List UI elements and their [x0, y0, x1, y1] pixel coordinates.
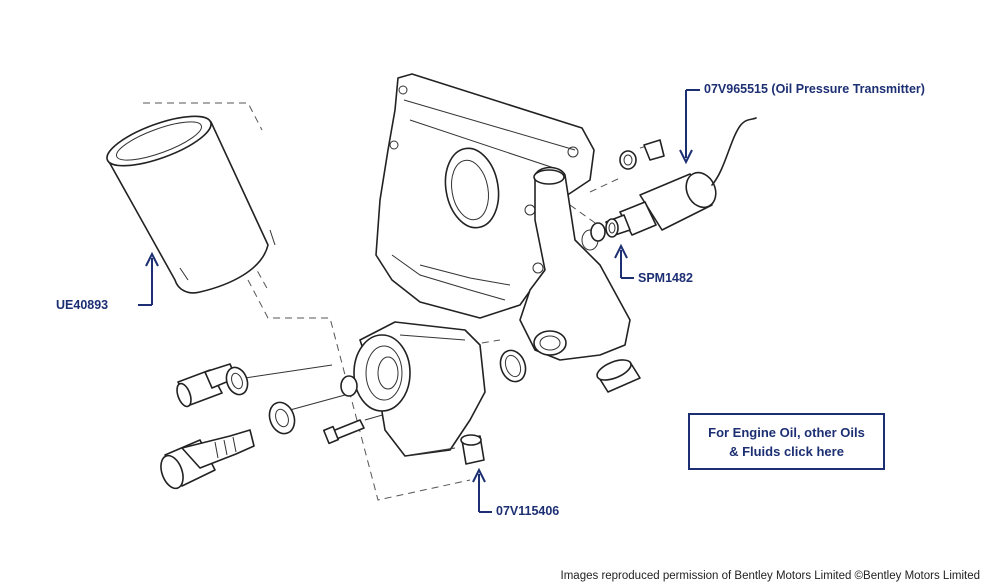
link-text: For Engine Oil, other Oils & Fluids clic…	[708, 423, 865, 461]
engine-oil-fluids-link[interactable]: For Engine Oil, other Oils & Fluids clic…	[688, 413, 885, 470]
plug-washer-lower	[268, 401, 296, 435]
pump-o-rings	[499, 349, 527, 383]
oil-filter-canister[interactable]	[102, 106, 276, 294]
transmitter-washers	[590, 139, 665, 242]
oil-pump-housing	[519, 166, 631, 361]
union-bolt	[460, 434, 485, 465]
timing-cover	[375, 73, 595, 319]
short-bolt	[322, 419, 365, 445]
callout-oil-filter[interactable]: UE40893	[56, 298, 109, 312]
oil-pressure-transmitter[interactable]	[605, 117, 757, 237]
plug-washer-upper	[225, 366, 249, 396]
oil-filter-head	[340, 321, 486, 457]
callout-union-bolt[interactable]: 07V115406	[496, 504, 560, 518]
link-line-2: & Fluids click here	[729, 443, 844, 459]
callout-oil-pressure-transmitter[interactable]: 07V965515 (Oil Pressure Transmitter)	[704, 82, 925, 96]
pressure-relief-valve	[160, 429, 255, 490]
threaded-plug-upper	[176, 363, 237, 408]
link-line-1: For Engine Oil, other Oils	[708, 424, 865, 440]
copyright-notice: Images reproduced permission of Bentley …	[560, 570, 980, 582]
sealing-cap	[596, 359, 641, 393]
callout-seal-washer[interactable]: SPM1482	[638, 271, 693, 285]
callout-leaders	[138, 89, 700, 513]
